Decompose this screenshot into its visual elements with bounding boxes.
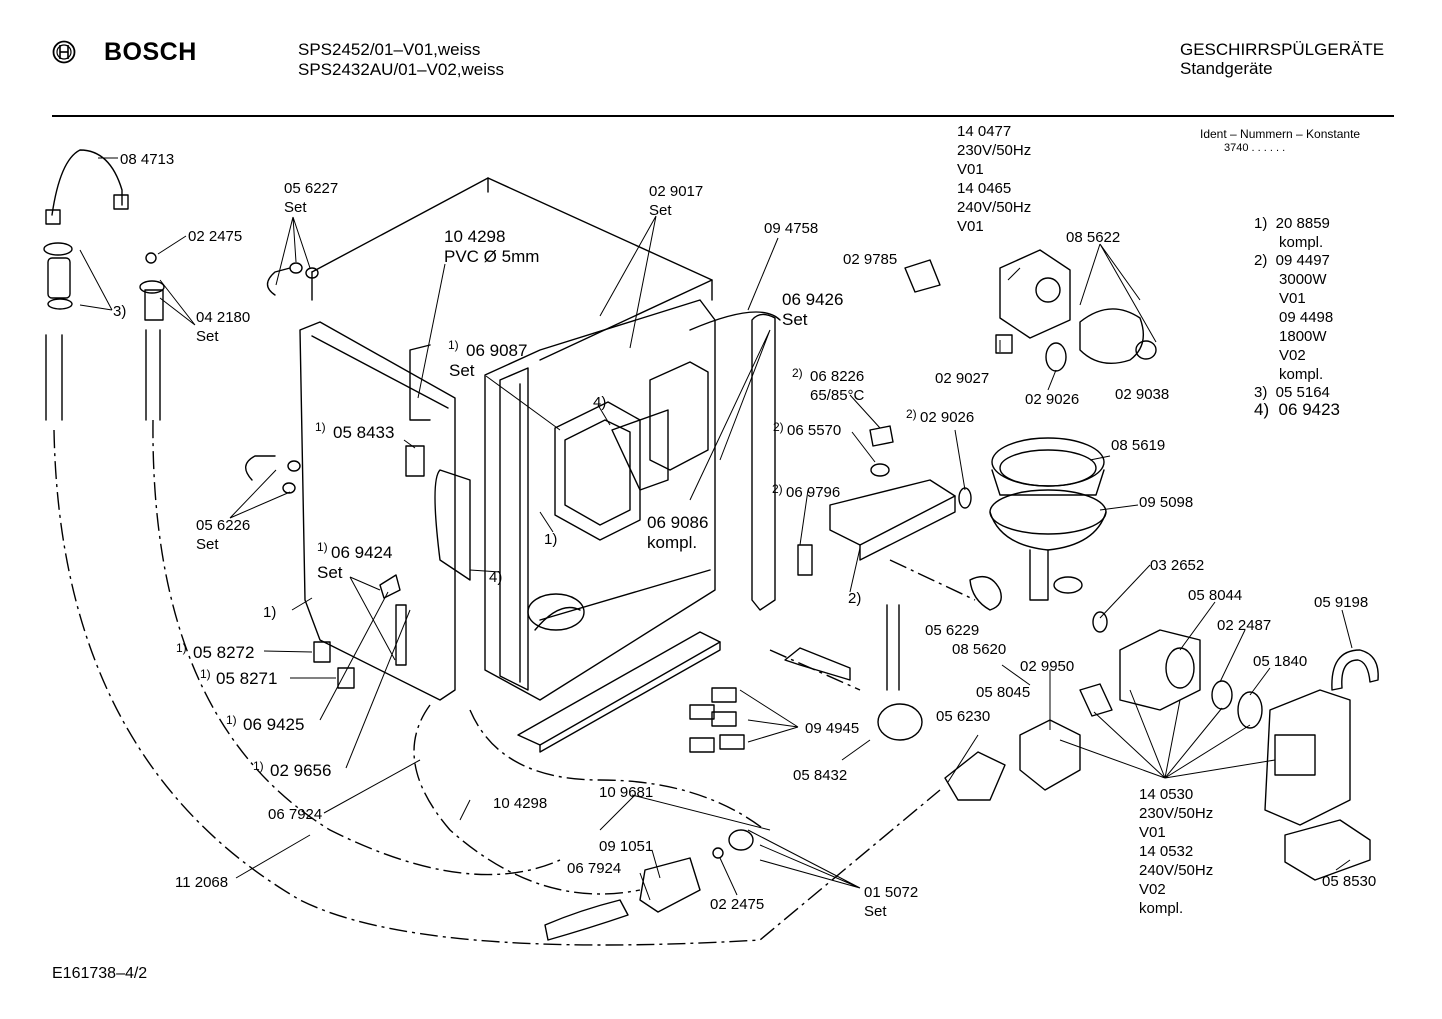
part-label-note: 2) (772, 482, 783, 496)
part-label: 02 2475 (188, 228, 243, 245)
part-label: 06 9425 (243, 715, 305, 734)
part-label: 02 9785 (843, 251, 898, 268)
part-label: 02 9950 (1020, 658, 1075, 675)
part-label: 06 9087 (466, 341, 528, 360)
part-label-note: 1) (317, 540, 328, 554)
part-label: 05 6229 (925, 622, 980, 639)
part-label: 05 8272 (193, 643, 255, 662)
part-label: 11 2068 (175, 874, 229, 891)
brand-name: BOSCH (104, 38, 197, 66)
header-divider (52, 115, 1394, 117)
part-label: 06 5570 (787, 422, 842, 439)
part-label: 05 8433 (333, 423, 395, 442)
drawing-id: E161738–4/2 (52, 965, 148, 982)
part-label-note: 1) (448, 338, 459, 352)
part-label: 10 4298 (493, 795, 548, 812)
part-label: 05 8045 (976, 684, 1031, 701)
part-label: 05 6227 Set (284, 180, 339, 216)
part-label-note: 2) (773, 420, 784, 434)
part-label: 06 9424 (331, 543, 393, 562)
part-label-note: 1) (226, 713, 237, 727)
part-label: 4) (593, 394, 607, 411)
part-label: 02 9656 (270, 761, 332, 780)
part-label-note: 2) (792, 366, 803, 380)
part-label: 05 9198 (1314, 594, 1369, 611)
part-label: 02 2487 (1217, 617, 1272, 634)
ident-title: Ident – Nummern – Konstante (1200, 127, 1361, 141)
part-label: 03 2652 (1150, 557, 1205, 574)
part-label: 1) (263, 604, 277, 621)
part-label: 08 4713 (120, 151, 175, 168)
part-label: 05 8271 (216, 669, 278, 688)
part-label-note: 1) (253, 759, 264, 773)
part-label: 3) (113, 303, 127, 320)
part-label: 06 9086 kompl. (647, 513, 709, 552)
part-label: 05 8432 (793, 767, 848, 784)
note-3: 3) 05 5164 (1254, 384, 1330, 401)
note-1: 1) 20 8859 kompl. (1254, 215, 1330, 251)
part-label: 02 9017 Set (649, 183, 704, 219)
part-label: 05 8530 (1322, 873, 1377, 890)
part-label: 14 0530 230V/50Hz V01 14 0532 240V/50Hz … (1139, 786, 1214, 917)
part-label-note: 1) (176, 641, 187, 655)
part-label: 10 9681 (599, 784, 654, 801)
part-label: 02 9038 (1115, 386, 1170, 403)
part-label: 04 2180 Set (196, 309, 251, 345)
note-4: 4) 06 9423 (1254, 400, 1341, 419)
part-label: 02 2475 (710, 896, 765, 913)
bosch-logo-icon (52, 40, 76, 64)
part-label: Set (317, 563, 343, 582)
part-label: 08 5620 (952, 641, 1007, 658)
part-label: 14 0477 230V/50Hz V01 14 0465 240V/50Hz … (957, 123, 1032, 235)
part-label: 02 9026 (920, 409, 975, 426)
part-label: 2) (848, 590, 862, 607)
part-label: 4) (489, 569, 503, 586)
part-label: 01 5072 Set (864, 884, 919, 920)
part-label: 06 7924 (268, 806, 323, 823)
part-label: 02 9027 (935, 370, 990, 387)
part-label: 09 4758 (764, 220, 819, 237)
category-line-2: Standgeräte (1180, 59, 1273, 78)
part-label: 09 4945 (805, 720, 860, 737)
part-label: 10 4298 PVC Ø 5mm (444, 227, 540, 266)
note-2: 2) 09 4497 3000W V01 09 4498 1800W V02 k… (1254, 252, 1334, 383)
part-label: 06 7924 (567, 860, 622, 877)
part-label: Set (449, 361, 475, 380)
category-line-1: GESCHIRRSPÜLGERÄTE (1180, 40, 1385, 59)
part-label: 08 5619 (1111, 437, 1166, 454)
part-label: 06 8226 65/85°C (810, 368, 865, 404)
part-label: 05 6230 (936, 708, 991, 725)
part-label-note: 1) (200, 667, 211, 681)
part-label: 09 1051 (599, 838, 654, 855)
part-label: 06 9796 (786, 484, 841, 501)
ident-value: 3740 . . . . . . (1224, 142, 1286, 154)
part-label: 05 8044 (1188, 587, 1243, 604)
part-label: 05 1840 (1253, 653, 1308, 670)
part-label: 1) (544, 531, 558, 548)
part-label: 08 5622 (1066, 229, 1121, 246)
part-label: 06 9426 Set (782, 290, 844, 329)
part-label-note: 1) (315, 420, 326, 434)
part-label: 02 9026 (1025, 391, 1080, 408)
part-label: 05 6226 Set (196, 517, 251, 553)
part-label-note: 2) (906, 407, 917, 421)
model-line-1: SPS2452/01–V01,weiss (298, 40, 481, 59)
part-label: 09 5098 (1139, 494, 1194, 511)
model-line-2: SPS2432AU/01–V02,weiss (298, 60, 505, 79)
